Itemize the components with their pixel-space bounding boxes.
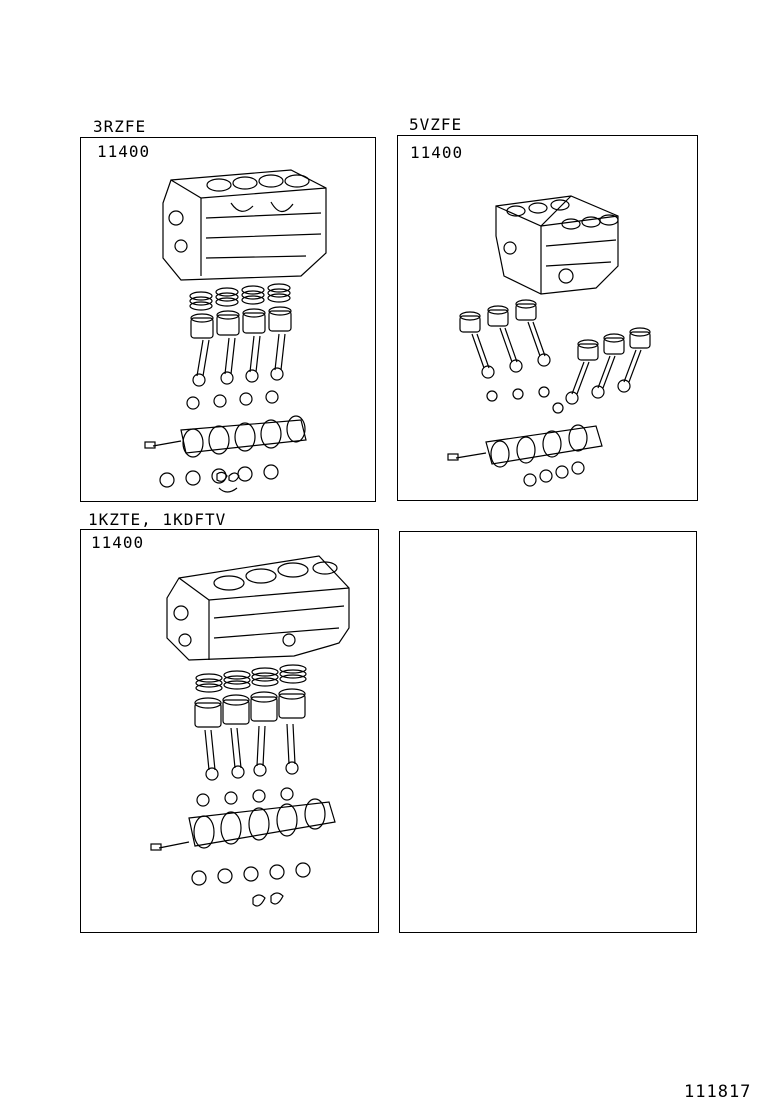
diagram-number: 111817 (684, 1082, 752, 1102)
panel-3rzfe: 11400 (80, 137, 376, 502)
engine-label-5vzfe: 5VZFE (409, 115, 463, 134)
panel-5vzfe: 11400 (397, 135, 698, 501)
part-code-3rzfe: 11400 (97, 142, 151, 161)
engine-label-3rzfe: 3RZFE (93, 117, 147, 136)
v6-short-block-icon (446, 176, 666, 496)
panel-1kzte-1kdftv: 11400 (80, 529, 379, 933)
thrust-washer-icon (213, 468, 243, 498)
panel-empty (399, 531, 697, 933)
part-code-1kzte-1kdftv: 11400 (91, 533, 145, 552)
inline4-diesel-short-block-icon (149, 548, 359, 928)
inline4-short-block-icon (141, 158, 341, 498)
engine-label-1kzte-1kdftv: 1KZTE, 1KDFTV (88, 510, 227, 529)
part-code-5vzfe: 11400 (410, 143, 464, 162)
